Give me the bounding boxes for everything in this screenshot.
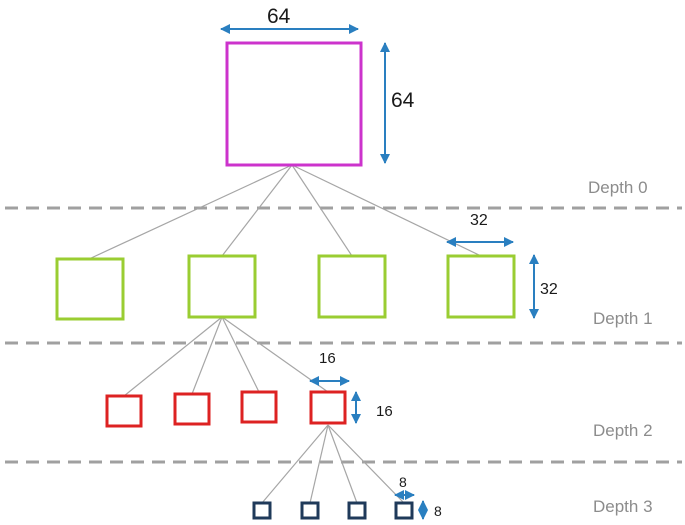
depth-2-node <box>240 390 278 424</box>
depth-1-label: Depth 1 <box>593 309 653 328</box>
root-node <box>225 41 363 167</box>
root-height-label: 64 <box>391 89 415 112</box>
depth-2-height-label: 16 <box>376 403 393 420</box>
connectors-depth-1 <box>88 164 482 260</box>
depth-1-node <box>317 254 387 319</box>
depth-2-width-label: 16 <box>319 350 336 367</box>
depth-3-node <box>300 501 320 520</box>
depth-0-label: Depth 0 <box>588 178 648 197</box>
depth-3-height-label: 8 <box>434 503 442 519</box>
depth-2-nodes <box>105 390 347 428</box>
depth-1-node <box>187 254 257 319</box>
depth-1-width-label: 32 <box>470 212 488 229</box>
connectors-depth-3 <box>261 424 405 504</box>
depth-3-node <box>347 501 367 520</box>
depth-2-node <box>173 392 211 426</box>
depth-1-height-label: 32 <box>540 281 558 298</box>
depth-3-nodes <box>252 501 414 520</box>
depth-1-node <box>446 254 516 319</box>
depth-1-node <box>55 257 125 321</box>
depth-1-nodes <box>55 254 516 321</box>
depth-2-node <box>309 390 347 425</box>
root-width-label: 64 <box>267 5 291 28</box>
depth-2-label: Depth 2 <box>593 421 653 440</box>
depth-3-node <box>252 501 272 520</box>
depth-3-width-label: 8 <box>399 474 407 490</box>
depth-2-node <box>105 394 143 428</box>
depth-3-node <box>394 501 414 520</box>
depth-3-label: Depth 3 <box>593 497 653 516</box>
connectors-depth-2 <box>123 316 329 397</box>
